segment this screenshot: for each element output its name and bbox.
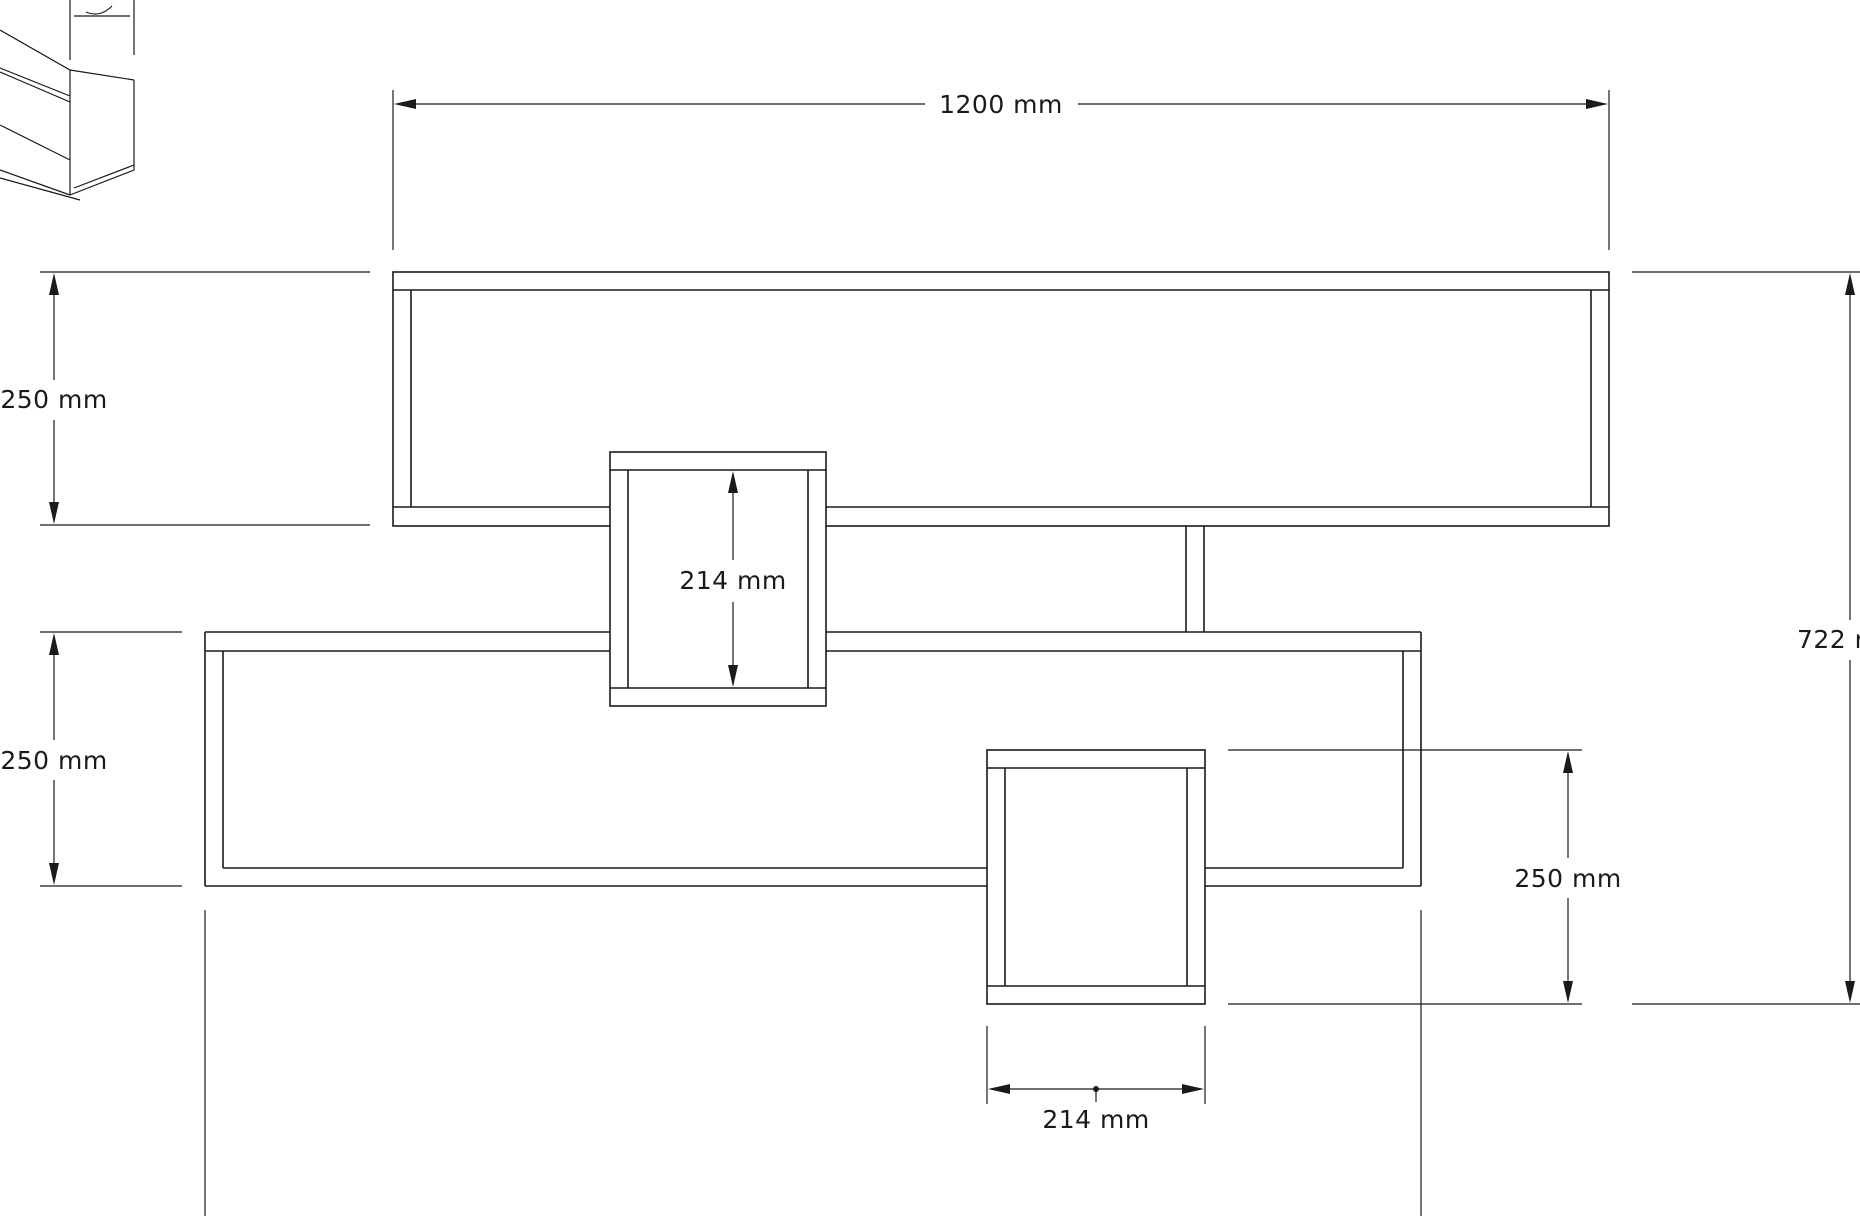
- lower-cube-height-label: 250 mm: [1514, 864, 1621, 893]
- isometric-preview-thumbnail: [0, 0, 135, 201]
- upper-cube: [609, 451, 827, 707]
- bottom-extension-lines: [204, 910, 1422, 1216]
- lower-cube-width-label: 214 mm: [1042, 1105, 1149, 1134]
- overall-width-label: 1200 mm: [939, 90, 1063, 119]
- lower-cube: [986, 749, 1206, 1005]
- overall-width-dimension: 1200 mm: [392, 90, 1610, 250]
- lower-cube-height-dimension: 250 mm: [1228, 749, 1621, 1005]
- lower-long-shelf: [204, 631, 1422, 887]
- lower-cube-width-dimension: 214 mm: [986, 1026, 1206, 1134]
- top-shelf-height-dimension: 250 mm: [0, 271, 370, 526]
- upper-cube-height-dimension: 214 mm: [679, 471, 786, 687]
- connector-post: [1185, 526, 1205, 632]
- upper-long-shelf: [392, 271, 1610, 527]
- top-shelf-height-label: 250 mm: [0, 385, 107, 414]
- overall-height-dimension: 722 m: [1632, 271, 1860, 1005]
- overall-height-label: 722 m: [1797, 625, 1860, 654]
- bottom-shelf-height-dimension: 250 mm: [0, 631, 182, 887]
- upper-cube-height-label: 214 mm: [679, 566, 786, 595]
- bottom-shelf-height-label: 250 mm: [0, 746, 107, 775]
